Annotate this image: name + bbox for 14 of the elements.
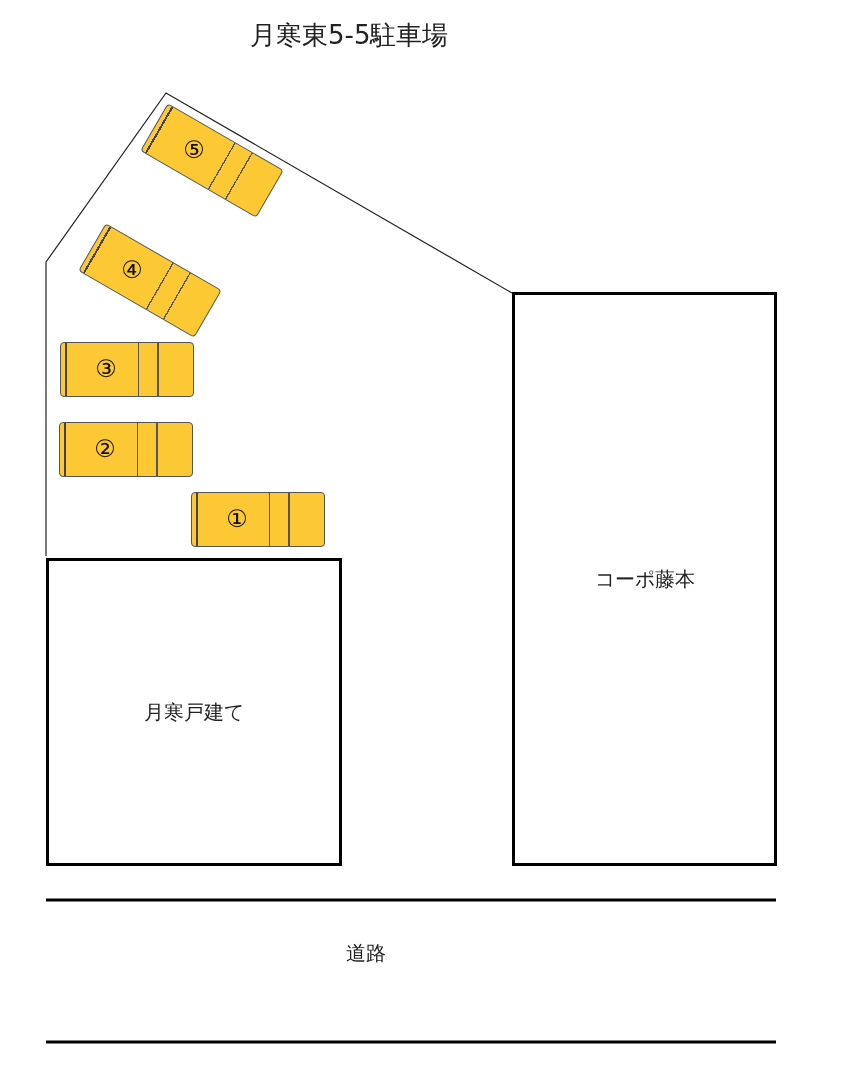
building-name: 月寒戸建て bbox=[143, 698, 245, 726]
parking-space-number: ④ bbox=[120, 254, 144, 286]
road-label: 道路 bbox=[346, 940, 386, 967]
car bbox=[60, 342, 194, 397]
title: 月寒東5-5駐車場 bbox=[250, 19, 449, 52]
parking-space-number: ② bbox=[93, 434, 117, 465]
car bbox=[191, 492, 325, 547]
car bbox=[59, 422, 193, 477]
building-outline bbox=[46, 558, 342, 866]
parking-space-number: ③ bbox=[94, 354, 118, 385]
building-outline bbox=[512, 292, 777, 866]
parking-space-number: ① bbox=[225, 504, 249, 535]
parking-space-number: ⑤ bbox=[182, 134, 206, 166]
building-name: コーポ藤本 bbox=[593, 565, 696, 593]
